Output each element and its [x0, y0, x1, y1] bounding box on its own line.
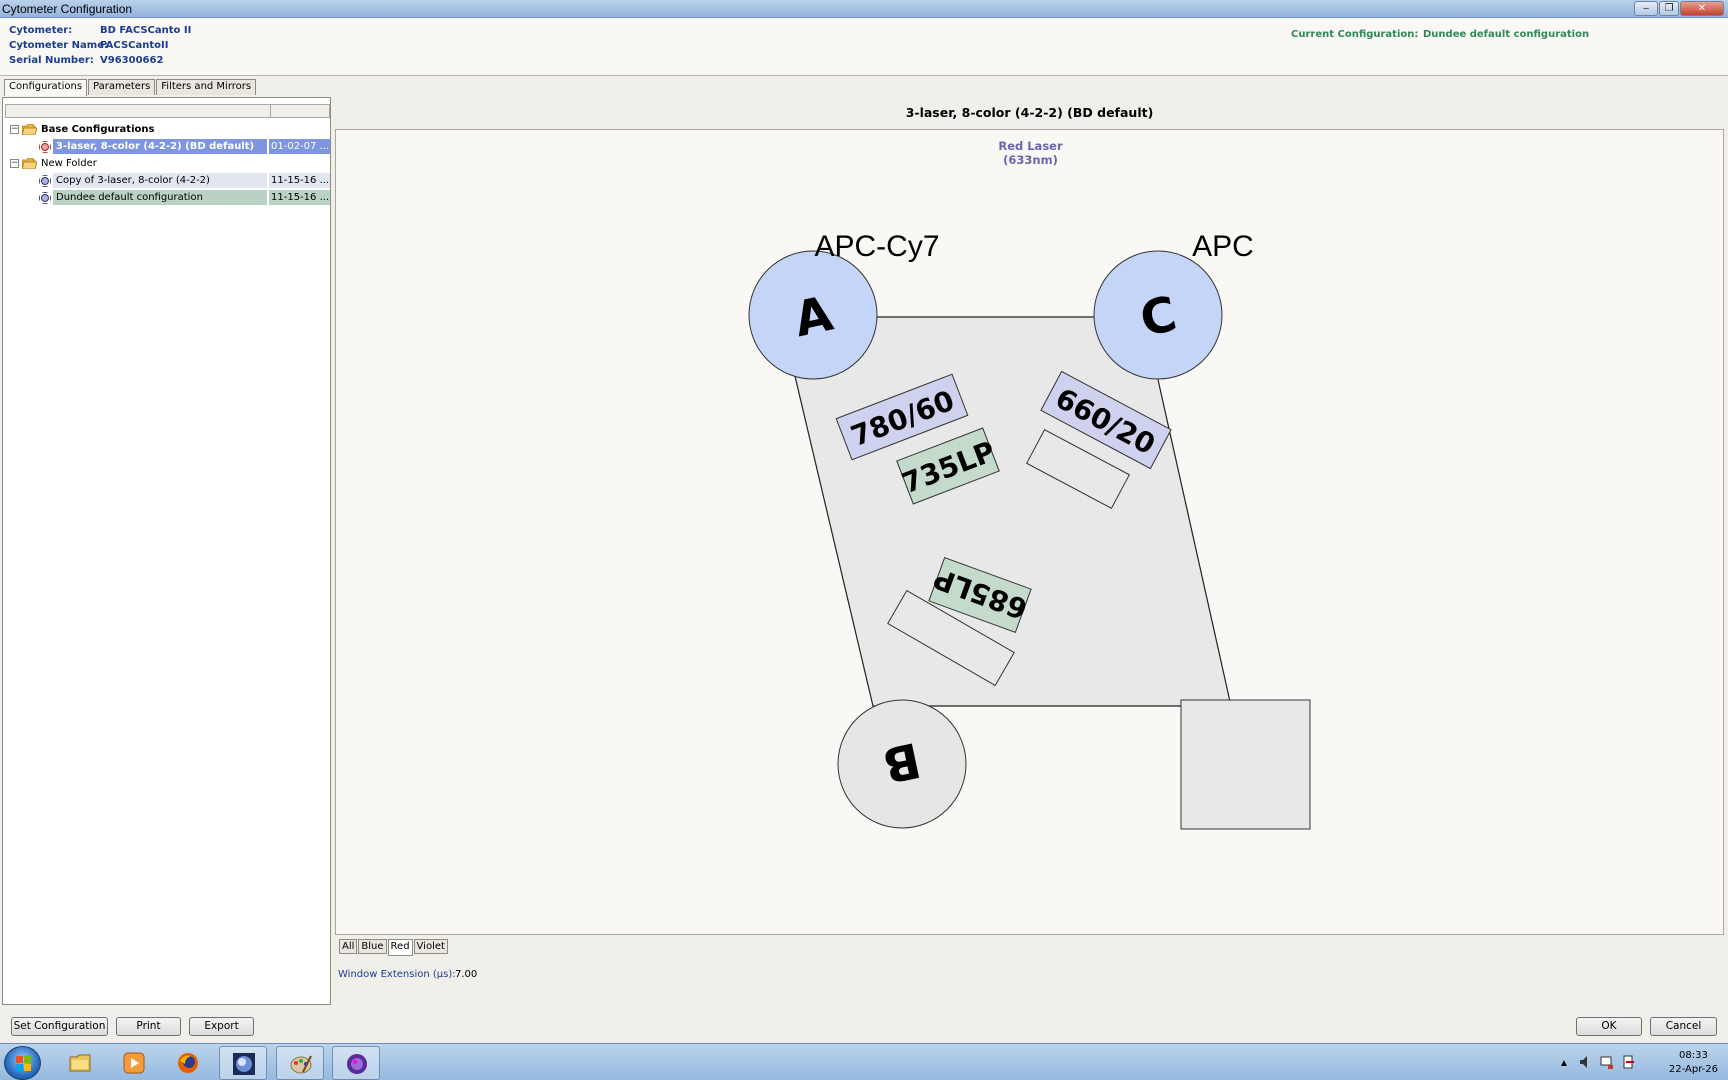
taskbar-paint[interactable]	[276, 1046, 324, 1080]
detector-empty-slot[interactable]	[1180, 699, 1311, 830]
cytometer-value: BD FACSCanto II	[100, 25, 192, 36]
cytometer-name-value: FACSCantoII	[100, 40, 169, 51]
filter-empty-slot-b[interactable]	[887, 589, 1015, 687]
tab-configurations[interactable]: Configurations	[4, 79, 88, 96]
print-button[interactable]: Print	[116, 1017, 181, 1036]
export-button[interactable]: Export	[189, 1017, 254, 1036]
window-title: Cytometer Configuration	[2, 2, 133, 16]
close-button[interactable]: ✕	[1680, 1, 1724, 16]
clock-time: 08:33	[1679, 1050, 1708, 1061]
diva-icon	[233, 1053, 255, 1075]
collapse-icon[interactable]: −	[10, 158, 19, 168]
tree-item-label: 3-laser, 8-color (4-2-2) (BD default)	[56, 141, 255, 152]
show-hidden-icons-button[interactable]: ▲	[1559, 1058, 1569, 1069]
configuration-tree: − Base Configurations 3-laser, 8-color (…	[2, 97, 331, 1005]
set-configuration-button[interactable]: Set Configuration	[11, 1017, 108, 1036]
tree-folder-base-configurations[interactable]: − Base Configurations	[5, 122, 330, 138]
configuration-icon	[39, 192, 51, 204]
clock-date: 22-Apr-26	[1668, 1064, 1718, 1075]
collapse-icon[interactable]: −	[10, 124, 19, 134]
configuration-icon	[39, 175, 51, 187]
tree-item-label: New Folder	[41, 158, 97, 169]
start-button[interactable]	[4, 1046, 41, 1080]
close-icon: ✕	[1697, 3, 1707, 14]
taskbar: ▲ 08:33 22-Apr-26	[0, 1043, 1728, 1080]
fluorochrome-a-label: APC-Cy7	[814, 230, 939, 263]
media-player-icon	[123, 1052, 145, 1074]
cytometer-name-label: Cytometer Name:	[9, 40, 109, 51]
tab-laser-all[interactable]: All	[339, 939, 358, 954]
configuration-view: 3-laser, 8-color (4-2-2) (BD default) Re…	[333, 97, 1726, 1005]
firefox-icon	[178, 1053, 198, 1073]
maximize-icon: ❐	[1664, 3, 1674, 14]
tree-column-header	[5, 104, 330, 118]
window-extension-label: Window Extension (µs):	[338, 969, 456, 980]
taskbar-explorer[interactable]	[56, 1046, 104, 1080]
tree-folder-new-folder[interactable]: − New Folder	[5, 156, 330, 172]
folder-open-icon	[22, 124, 37, 135]
cancel-button[interactable]: Cancel	[1650, 1017, 1717, 1036]
folder-icon	[69, 1054, 91, 1072]
main-tabs: Configurations Parameters Filters and Mi…	[4, 79, 257, 96]
laser-heading: Red Laser (633nm)	[336, 139, 1725, 167]
serial-number-label: Serial Number:	[9, 55, 94, 66]
windows-logo-icon	[16, 1056, 31, 1071]
laser-wavelength: (633nm)	[1003, 153, 1058, 167]
globe-app-icon	[347, 1054, 367, 1074]
configuration-icon	[39, 141, 51, 153]
ok-button[interactable]: OK	[1576, 1017, 1642, 1036]
tree-item-label: Dundee default configuration	[56, 192, 203, 203]
laser-tabs: All Blue Red Violet	[339, 939, 449, 956]
tree-item-label: Copy of 3-laser, 8-color (4-2-2)	[56, 175, 210, 186]
taskbar-app[interactable]	[332, 1046, 380, 1080]
tab-laser-violet[interactable]: Violet	[413, 939, 448, 954]
tree-item-bd-default[interactable]: 3-laser, 8-color (4-2-2) (BD default) 01…	[5, 139, 330, 155]
tab-laser-blue[interactable]: Blue	[358, 939, 387, 954]
minimize-button[interactable]: –	[1634, 1, 1658, 16]
octagon-canvas: Red Laser (633nm) A C B AP	[335, 129, 1724, 935]
network-icon[interactable]	[1600, 1055, 1614, 1069]
taskbar-facsdiva[interactable]	[219, 1046, 267, 1080]
speaker-icon[interactable]	[1579, 1055, 1593, 1069]
tree-item-date: 01-02-07 ...	[271, 141, 330, 152]
system-clock[interactable]: 08:33 22-Apr-26	[1669, 1049, 1718, 1077]
detector-c[interactable]: C	[1093, 250, 1223, 380]
tree-item-date: 11-15-16 ...	[271, 175, 330, 186]
detector-a[interactable]: A	[748, 250, 878, 380]
tab-parameters[interactable]: Parameters	[88, 79, 156, 95]
title-bar: Cytometer Configuration – ❐ ✕	[0, 0, 1728, 18]
laser-name: Red Laser	[998, 139, 1063, 153]
cytometer-info: Cytometer: BD FACSCanto II Cytometer Nam…	[0, 19, 1728, 76]
folder-open-icon	[22, 158, 37, 169]
mirror-empty-slot-c[interactable]	[1026, 429, 1130, 509]
tab-filters-and-mirrors[interactable]: Filters and Mirrors	[156, 79, 257, 95]
configuration-title: 3-laser, 8-color (4-2-2) (BD default)	[905, 105, 1154, 120]
tree-item-label: Base Configurations	[41, 124, 155, 135]
tree-item-copy-of-config[interactable]: Copy of 3-laser, 8-color (4-2-2) 11-15-1…	[5, 173, 330, 189]
paint-icon	[290, 1055, 312, 1074]
tree-item-date: 11-15-16 ...	[271, 192, 330, 203]
current-configuration-value: Dundee default configuration	[1423, 29, 1590, 40]
tree-item-dundee-default[interactable]: Dundee default configuration 11-15-16 ..…	[5, 190, 330, 206]
fluorochrome-c-label: APC	[1192, 230, 1254, 263]
taskbar-firefox[interactable]	[164, 1046, 212, 1080]
trigon-diagram: A C B APC-Cy7 APC 780/60	[748, 230, 1311, 830]
minimize-icon: –	[1643, 3, 1649, 14]
current-configuration-label: Current Configuration:	[1291, 29, 1419, 40]
taskbar-media-player[interactable]	[110, 1046, 158, 1080]
window-extension-value: 7.00	[455, 969, 478, 980]
maximize-button[interactable]: ❐	[1659, 1, 1679, 16]
tab-laser-red[interactable]: Red	[387, 939, 413, 956]
cytometer-label: Cytometer:	[9, 25, 73, 36]
detector-b[interactable]: B	[837, 699, 967, 829]
action-center-icon[interactable]	[1621, 1055, 1635, 1069]
serial-number-value: V96300662	[100, 55, 164, 66]
